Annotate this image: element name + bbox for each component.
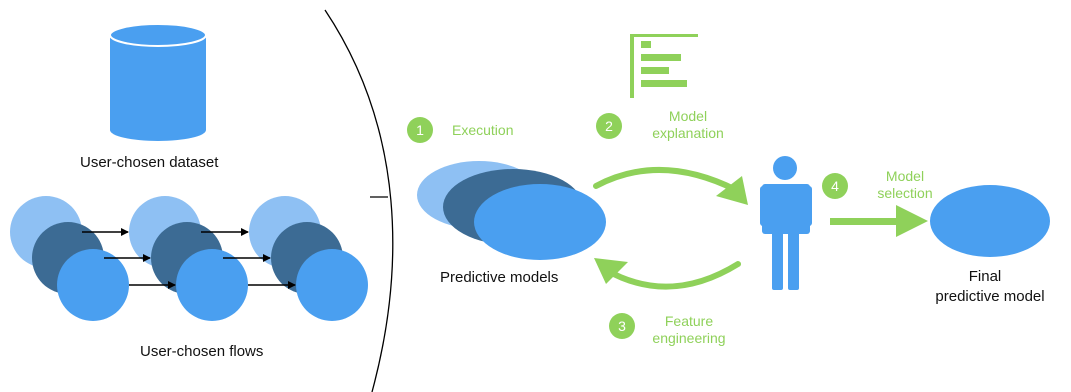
person-icon bbox=[760, 156, 812, 290]
flow-group-2 bbox=[129, 196, 248, 321]
flow-group-1 bbox=[10, 196, 129, 321]
step-1-label: Execution bbox=[452, 122, 514, 138]
step-2-badge: 2 bbox=[596, 113, 622, 139]
step-4-label-line1: Model bbox=[885, 168, 925, 184]
step-4-label-line2: selection bbox=[877, 185, 933, 201]
step-3-label: Feature engineering bbox=[644, 313, 734, 347]
step-1-badge: 1 bbox=[407, 117, 433, 143]
bar-chart-icon bbox=[630, 34, 698, 98]
database-cylinder-icon bbox=[109, 23, 207, 141]
flow-arrows bbox=[82, 228, 296, 289]
step-4-label: Model selection bbox=[865, 168, 945, 202]
execution-to-user-arrow bbox=[593, 166, 748, 205]
final-model-ellipse bbox=[930, 185, 1050, 257]
step-3-label-line2: engineering bbox=[652, 330, 726, 346]
flows-label: User-chosen flows bbox=[140, 343, 264, 360]
step-2-label-line2: explanation bbox=[652, 125, 724, 141]
feature-engineering-arrow bbox=[594, 258, 741, 290]
model-selection-arrow bbox=[830, 205, 928, 237]
dataset-label: User-chosen dataset bbox=[80, 154, 219, 171]
final-model-label-1: Final bbox=[968, 268, 1002, 285]
divider-arc bbox=[324, 9, 394, 392]
predictive-models-stack bbox=[417, 161, 606, 260]
step-3-label-line1: Feature bbox=[664, 313, 714, 329]
step-3-badge: 3 bbox=[609, 313, 635, 339]
step-2-label-line1: Model bbox=[668, 108, 708, 124]
step-4-badge: 4 bbox=[822, 173, 848, 199]
predictive-models-label: Predictive models bbox=[440, 269, 559, 286]
final-model-label-2: predictive model bbox=[935, 288, 1045, 305]
flow-group-3 bbox=[249, 196, 368, 321]
step-2-label: Model explanation bbox=[648, 108, 728, 142]
